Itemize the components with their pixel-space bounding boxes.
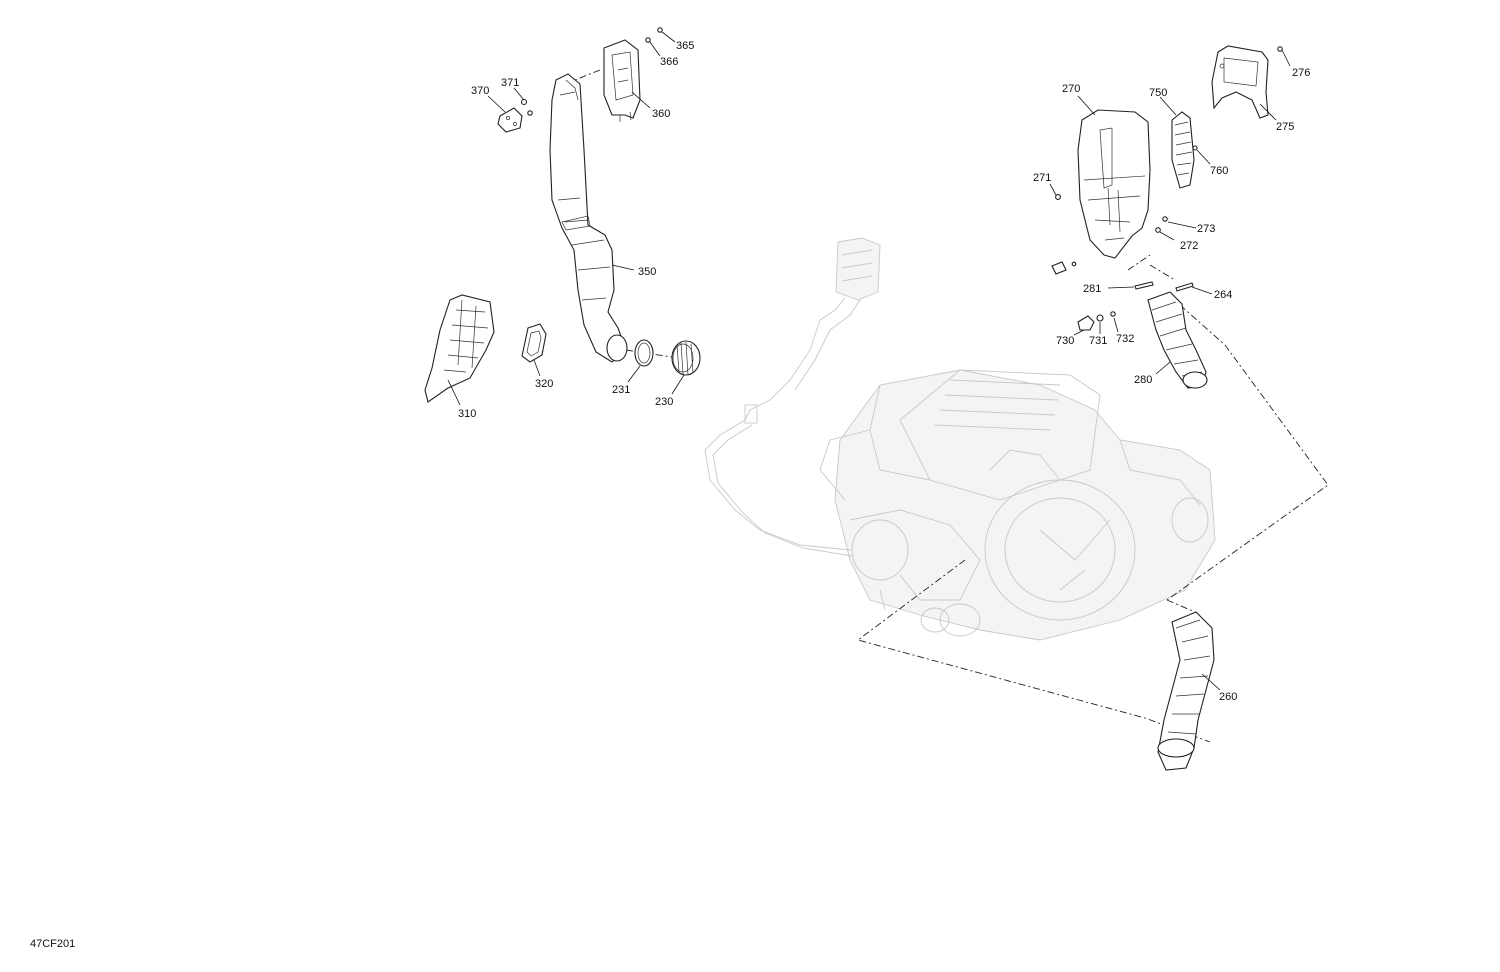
callout-730: 730 <box>1056 335 1074 347</box>
callout-320: 320 <box>535 378 553 390</box>
part-730-sensor <box>1077 315 1095 331</box>
part-350-intake-duct <box>549 73 628 363</box>
callout-272: 272 <box>1180 240 1198 252</box>
part-230-cap <box>671 340 701 376</box>
callout-275: 275 <box>1276 121 1294 133</box>
callout-264: 264 <box>1214 289 1232 301</box>
callout-labels: 365 366 360 370 371 350 310 320 231 230 … <box>458 40 1310 703</box>
part-264-pin <box>1175 282 1194 292</box>
part-276-screw <box>1277 46 1283 52</box>
callout-270: 270 <box>1062 83 1080 95</box>
part-272-screw <box>1155 227 1161 233</box>
callout-371: 371 <box>501 77 519 89</box>
callout-310: 310 <box>458 408 476 420</box>
part-366-nut <box>645 37 651 43</box>
part-280-hose <box>1147 291 1208 389</box>
callout-365: 365 <box>676 40 694 52</box>
callout-750: 750 <box>1149 87 1167 99</box>
engine-assembly-ghost <box>819 369 1216 641</box>
part-260-hose <box>1157 611 1215 771</box>
callout-370: 370 <box>471 85 489 97</box>
callout-276: 276 <box>1292 67 1310 79</box>
part-270-airbox <box>1077 109 1151 259</box>
part-731-washer <box>1096 314 1104 322</box>
part-370-clip <box>497 107 523 133</box>
part-281-pin <box>1134 281 1154 290</box>
callout-732: 732 <box>1116 333 1134 345</box>
part-365-screw <box>657 27 663 33</box>
part-273-nut <box>1162 216 1168 222</box>
ecu-harness-ghost <box>704 237 881 557</box>
callout-366: 366 <box>660 56 678 68</box>
part-housing-sensor <box>1051 261 1077 275</box>
part-320-gasket <box>521 323 547 363</box>
part-732-screw <box>1110 311 1116 317</box>
callout-350: 350 <box>638 266 656 278</box>
leader-lines <box>447 31 1291 691</box>
part-275-cover <box>1211 45 1269 119</box>
part-360-bracket <box>603 39 641 122</box>
callout-273: 273 <box>1197 223 1215 235</box>
part-271-screw <box>1055 194 1061 200</box>
callout-281: 281 <box>1083 283 1101 295</box>
part-371-rivet <box>520 98 533 116</box>
callout-731: 731 <box>1089 335 1107 347</box>
part-231-clamp <box>634 339 654 367</box>
callout-280: 280 <box>1134 374 1152 386</box>
callout-230: 230 <box>655 396 673 408</box>
diagram-code: 47CF201 <box>30 938 76 950</box>
part-310-side-cover <box>424 294 495 403</box>
callout-271: 271 <box>1033 172 1051 184</box>
callout-260: 260 <box>1219 691 1237 703</box>
callout-231: 231 <box>612 384 630 396</box>
part-760-screw <box>1192 145 1198 151</box>
callout-360: 360 <box>652 108 670 120</box>
callout-760: 760 <box>1210 165 1228 177</box>
part-750-grille <box>1171 111 1195 189</box>
